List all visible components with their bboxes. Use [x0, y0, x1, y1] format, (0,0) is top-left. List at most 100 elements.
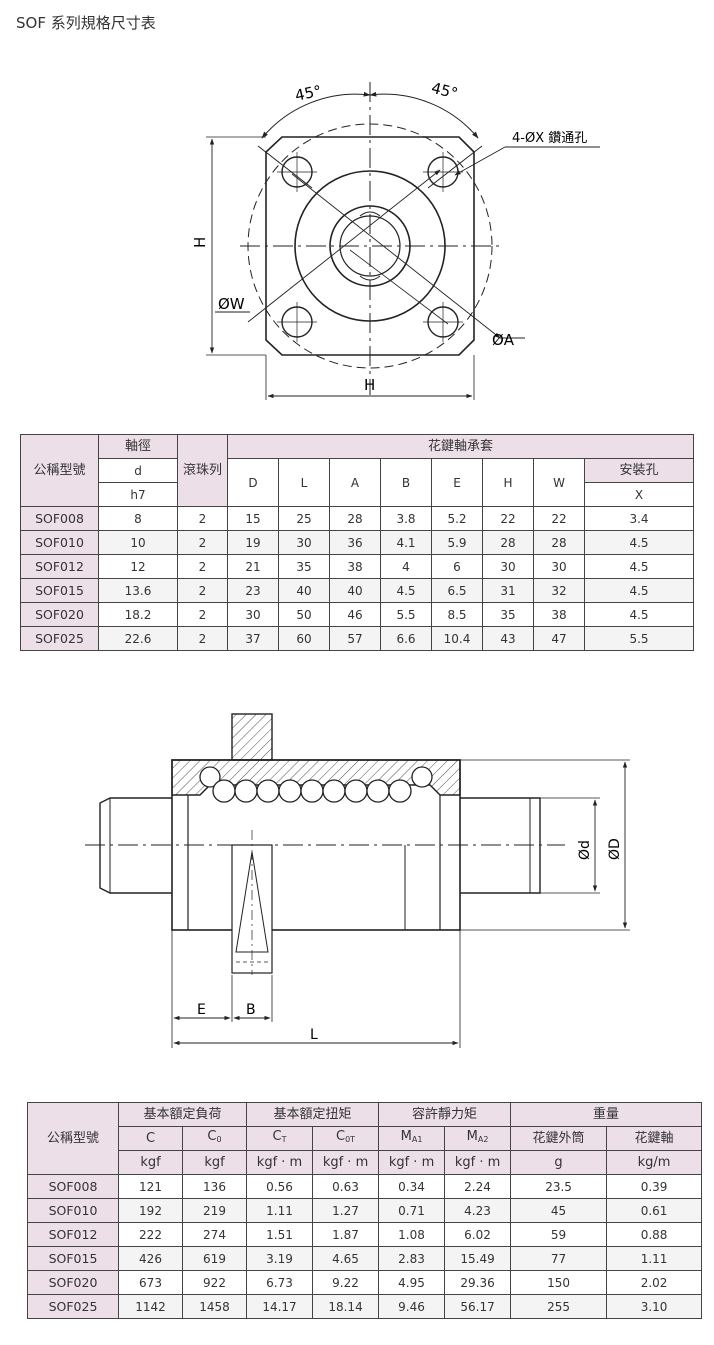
- value-cell: 56.17: [444, 1294, 512, 1319]
- value-cell: 255: [510, 1294, 608, 1319]
- value-cell: 2: [177, 554, 228, 579]
- value-cell: 13.6: [98, 578, 178, 603]
- value-cell: 222: [118, 1222, 183, 1247]
- value-cell: 28: [482, 530, 534, 555]
- value-cell: 8.5: [431, 602, 483, 627]
- value-cell: 0.34: [378, 1174, 446, 1199]
- value-cell: 673: [118, 1270, 183, 1295]
- model-cell: SOF020: [27, 1270, 119, 1295]
- value-cell: 0.39: [606, 1174, 703, 1199]
- value-cell: 4.5: [380, 578, 432, 603]
- value-cell: 6.6: [380, 626, 432, 651]
- value-cell: 922: [181, 1270, 248, 1295]
- model-cell: SOF025: [27, 1294, 119, 1319]
- W-header: W: [533, 458, 585, 507]
- value-cell: 15.49: [444, 1246, 512, 1271]
- value-cell: 192: [118, 1198, 183, 1223]
- diameter-a-label: ØA: [492, 331, 515, 349]
- value-cell: 36: [329, 530, 381, 555]
- moment-header: 容許靜力矩: [378, 1102, 512, 1127]
- ball-rows-header: 滾珠列: [177, 434, 228, 507]
- hole-label: 4-ØX 鑽通孔: [512, 130, 587, 146]
- value-cell: 219: [181, 1198, 248, 1223]
- value-cell: 1.87: [312, 1222, 380, 1247]
- value-cell: 30: [482, 554, 534, 579]
- value-cell: 43: [482, 626, 534, 651]
- A-header: A: [329, 458, 381, 507]
- value-cell: 136: [181, 1174, 248, 1199]
- value-cell: 9.22: [312, 1270, 380, 1295]
- value-cell: 28: [329, 506, 381, 531]
- model-cell: SOF010: [20, 530, 99, 555]
- value-cell: 23: [227, 578, 279, 603]
- value-cell: 47: [533, 626, 585, 651]
- unit-g: g: [510, 1150, 608, 1175]
- value-cell: 38: [329, 554, 381, 579]
- value-cell: 150: [510, 1270, 608, 1295]
- value-cell: 4.5: [583, 578, 695, 603]
- model-cell: SOF012: [27, 1222, 119, 1247]
- value-cell: 1.11: [606, 1246, 703, 1271]
- value-cell: 1.08: [378, 1222, 446, 1247]
- value-cell: 1.11: [246, 1198, 314, 1223]
- c0-header: C0: [181, 1126, 248, 1151]
- model-cell: SOF010: [27, 1198, 119, 1223]
- value-cell: 4.5: [583, 530, 695, 555]
- c-header: C: [118, 1126, 183, 1151]
- value-cell: 50: [278, 602, 330, 627]
- value-cell: 60: [278, 626, 330, 651]
- ma2-header: MA2: [444, 1126, 512, 1151]
- spline-nut-header: 花鍵軸承套: [226, 434, 695, 459]
- diameter-w-label: ØW: [218, 295, 245, 313]
- value-cell: 4.65: [312, 1246, 380, 1271]
- width-h-label: H: [364, 376, 375, 394]
- value-cell: 29.36: [444, 1270, 512, 1295]
- value-cell: 5.2: [431, 506, 483, 531]
- unit-kgfm-2: kgf · m: [312, 1150, 380, 1175]
- unit-kgfm-1: kgf · m: [246, 1150, 314, 1175]
- value-cell: 2.24: [444, 1174, 512, 1199]
- ma1-header: MA1: [378, 1126, 446, 1151]
- value-cell: 3.19: [246, 1246, 314, 1271]
- unit-kgf-2: kgf: [181, 1150, 248, 1175]
- value-cell: 1142: [118, 1294, 183, 1319]
- load-rating-table: 公稱型號 基本額定負荷 基本額定扭矩 容許靜力矩 重量 C C0 CT C0T …: [27, 1102, 703, 1319]
- value-cell: 8: [98, 506, 178, 531]
- value-cell: 5.9: [431, 530, 483, 555]
- value-cell: 35: [278, 554, 330, 579]
- nut-outer-header: 花鍵外筒: [510, 1126, 608, 1151]
- c0t-header: C0T: [312, 1126, 380, 1151]
- value-cell: 2: [177, 530, 228, 555]
- unit-kgfm-4: kgf · m: [444, 1150, 512, 1175]
- X-header: X: [583, 482, 695, 507]
- value-cell: 18.14: [312, 1294, 380, 1319]
- value-cell: 0.88: [606, 1222, 703, 1247]
- value-cell: 6.02: [444, 1222, 512, 1247]
- value-cell: 0.71: [378, 1198, 446, 1223]
- value-cell: 426: [118, 1246, 183, 1271]
- value-cell: 30: [278, 530, 330, 555]
- unit-kgfm-3: kgf · m: [378, 1150, 446, 1175]
- mount-hole-header: 安裝孔: [583, 458, 695, 483]
- value-cell: 12: [98, 554, 178, 579]
- dimension-table: 公稱型號 軸徑 滾珠列 花鍵軸承套 d D L A B E H W 安裝孔 h7…: [20, 434, 695, 651]
- angle-right-label: 45°: [429, 79, 459, 103]
- value-cell: 3.8: [380, 506, 432, 531]
- value-cell: 2.02: [606, 1270, 703, 1295]
- value-cell: 1458: [181, 1294, 248, 1319]
- value-cell: 0.63: [312, 1174, 380, 1199]
- value-cell: 22: [482, 506, 534, 531]
- value-cell: 4: [380, 554, 432, 579]
- value-cell: 22.6: [98, 626, 178, 651]
- L-header: L: [278, 458, 330, 507]
- value-cell: 35: [482, 602, 534, 627]
- value-cell: 23.5: [510, 1174, 608, 1199]
- E-header: E: [431, 458, 483, 507]
- model-header-2: 公稱型號: [27, 1102, 119, 1175]
